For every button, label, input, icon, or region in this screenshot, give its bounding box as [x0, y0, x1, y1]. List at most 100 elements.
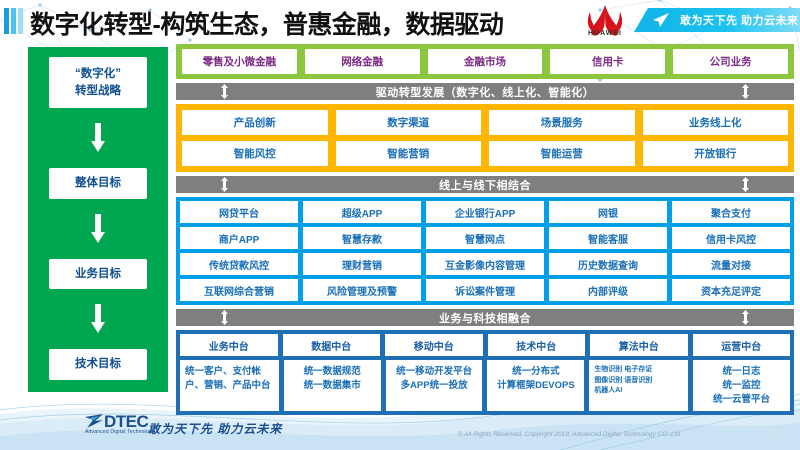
capability-cell[interactable]: 产品创新: [182, 110, 328, 135]
system-cell[interactable]: 诉讼案件管理: [426, 279, 544, 301]
system-cell[interactable]: 聚合支付: [672, 201, 790, 223]
platform-detail-line: 统一分布式: [512, 366, 560, 377]
platform-header-cell[interactable]: 算法中台: [590, 334, 688, 356]
business-line-cell[interactable]: 信用卡: [550, 49, 666, 74]
platform-detail-line: 多APP统一投放: [400, 379, 468, 391]
platform-header-cell[interactable]: 业务中台: [180, 334, 278, 356]
down-arrow-icon: [91, 123, 105, 153]
dtec-logo: DTEC Advanced Digital Technology: [85, 412, 205, 438]
double-arrow-vertical-icon: [221, 84, 228, 99]
platforms-band: 业务中台 数据中台 移动中台 技术中台 算法中台 运营中台 统一客户、支付帐户、…: [176, 330, 794, 416]
platforms-header-row: 业务中台 数据中台 移动中台 技术中台 算法中台 运营中台: [180, 334, 790, 356]
platform-detail-line: 统一数据集市: [303, 379, 361, 391]
system-cell[interactable]: 商户APP: [180, 227, 298, 249]
platform-detail-cell[interactable]: 统一日志 统一监控 统一云管平台: [693, 360, 790, 412]
platform-detail-cell[interactable]: 生物识别 电子存证 图像识别 语音识别 机器人AI: [589, 360, 689, 412]
double-arrow-vertical-icon: [221, 177, 228, 192]
platform-detail-line: 机器人AI: [594, 387, 623, 394]
system-cell[interactable]: 网银: [549, 201, 667, 223]
platform-detail-line: 统一数据规范: [303, 366, 361, 377]
system-cell[interactable]: 资本充足评定: [672, 279, 790, 301]
system-cell[interactable]: 智慧存款: [303, 227, 421, 249]
business-line-cell[interactable]: 零售及小微金融: [182, 49, 297, 74]
capability-cell[interactable]: 业务线上化: [642, 110, 788, 135]
double-arrow-vertical-icon: [742, 177, 749, 192]
double-arrow-vertical-icon: [221, 310, 228, 325]
platform-header-cell[interactable]: 移动中台: [385, 334, 483, 356]
platform-header-cell[interactable]: 技术中台: [487, 334, 585, 356]
slide-header: 数字化转型-构筑生态，普惠金融，数据驱动 HUAWEI 敢为天下先 助力云未来: [0, 0, 800, 42]
business-line-cell[interactable]: 金融市场: [427, 49, 543, 74]
system-cell[interactable]: 智能客服: [549, 227, 667, 249]
capability-cell[interactable]: 数字渠道: [335, 110, 481, 135]
huawei-cloud-banner: 敢为天下先 助力云未来: [634, 8, 800, 32]
strategy-flow-column: “数字化” 转型战略 整体目标 业务目标 技术目标: [28, 47, 168, 392]
system-cell[interactable]: 流量对接: [672, 253, 790, 275]
platform-detail-cell[interactable]: 统一客户、支付帐户、营销、产品中台: [180, 360, 279, 412]
dtec-wordmark: DTEC: [104, 412, 149, 431]
capability-cell[interactable]: 场景服务: [489, 110, 635, 135]
business-line-cell[interactable]: 公司业务: [673, 49, 788, 74]
connector-bar-3: 业务与科技相融合: [176, 309, 794, 326]
strategy-step-0[interactable]: “数字化” 转型战略: [49, 57, 147, 109]
capabilities-row: 智能风控 智能营销 智能运营 开放银行: [182, 141, 788, 166]
platform-detail-cell[interactable]: 统一移动开发平台 多APP统一投放: [385, 360, 483, 412]
platform-detail-cell[interactable]: 统一数据规范 统一数据集市: [283, 360, 381, 412]
connector-bar-3-label: 业务与科技相融合: [439, 312, 531, 325]
system-cell[interactable]: 企业银行APP: [426, 201, 544, 223]
down-arrow-icon: [91, 304, 105, 334]
footer-slogan: 敢为天下先 助力云未来: [148, 422, 283, 436]
footer-wave-decoration: [0, 393, 800, 450]
platform-detail-line: 生物识别 电子存证: [594, 366, 653, 373]
capability-cell[interactable]: 智能营销: [335, 141, 481, 166]
systems-row: 传统贷款风控 理财营销 互金影像内容管理 历史数据查询 流量对接: [180, 253, 790, 275]
strategy-step-0-line1: “数字化”: [75, 68, 121, 80]
connector-bar-1: 驱动转型发展（数字化、线上化、智能化）: [176, 83, 794, 100]
platform-header-cell[interactable]: 运营中台: [692, 334, 790, 356]
system-cell[interactable]: 智慧网点: [426, 227, 544, 249]
platform-header-cell[interactable]: 数据中台: [282, 334, 380, 356]
systems-band: 网贷平台 超级APP 企业银行APP 网银 聚合支付 商户APP 智慧存款 智慧…: [176, 197, 794, 305]
platforms-detail-row: 统一客户、支付帐户、营销、产品中台 统一数据规范 统一数据集市 统一移动开发平台…: [180, 360, 790, 412]
connector-bar-2: 线上与线下相结合: [176, 176, 794, 193]
business-line-cell[interactable]: 网络金融: [304, 49, 420, 74]
system-cell[interactable]: 网贷平台: [180, 201, 298, 223]
systems-row: 商户APP 智慧存款 智慧网点 智能客服 信用卡风控: [180, 227, 790, 249]
capability-cell[interactable]: 智能运营: [489, 141, 635, 166]
platform-detail-line: 统一日志: [722, 366, 761, 377]
banner-slogan: 敢为天下先 助力云未来: [680, 15, 799, 27]
platform-detail-line: 统一云管平台: [713, 393, 771, 405]
connector-bar-2-label: 线上与线下相结合: [439, 179, 531, 192]
capabilities-row: 产品创新 数字渠道 场景服务 业务线上化: [182, 110, 788, 135]
system-cell[interactable]: 内部评级: [549, 279, 667, 301]
system-cell[interactable]: 信用卡风控: [672, 227, 790, 249]
strategy-step-3-label: 技术目标: [75, 358, 121, 371]
dtec-mark-icon: [85, 414, 103, 428]
system-cell[interactable]: 风险管理及预警: [303, 279, 421, 301]
dtec-tagline: Advanced Digital Technology: [85, 429, 155, 435]
platform-detail-line: 计算框架DEVOPS: [497, 379, 575, 391]
strategy-step-3[interactable]: 技术目标: [49, 349, 147, 380]
strategy-step-2[interactable]: 业务目标: [49, 258, 147, 290]
architecture-stack: 零售及小微金融 网络金融 金融市场 信用卡 公司业务 驱动转型发展（数字化、线上…: [176, 44, 794, 416]
page-title: 数字化转型-构筑生态，普惠金融，数据驱动: [30, 11, 504, 39]
system-cell[interactable]: 历史数据查询: [549, 253, 667, 275]
strategy-step-1[interactable]: 整体目标: [49, 168, 147, 199]
platform-detail-cell[interactable]: 统一分布式 计算框架DEVOPS: [487, 360, 585, 412]
down-arrow-icon: [91, 213, 105, 243]
platform-detail-line: 统一移动开发平台: [396, 366, 473, 377]
page-number: 10: [767, 427, 782, 442]
system-cell[interactable]: 理财营销: [303, 253, 421, 275]
systems-row: 网贷平台 超级APP 企业银行APP 网银 聚合支付: [180, 201, 790, 223]
system-cell[interactable]: 互联网综合营销: [180, 279, 298, 301]
strategy-step-1-label: 整体目标: [75, 177, 121, 190]
system-cell[interactable]: 传统贷款风控: [180, 253, 298, 275]
capability-cell[interactable]: 开放银行: [642, 141, 788, 166]
system-cell[interactable]: 互金影像内容管理: [426, 253, 544, 275]
huawei-wordmark: HUAWEI: [588, 30, 622, 37]
capability-cell[interactable]: 智能风控: [182, 141, 328, 166]
systems-row: 互联网综合营销 风险管理及预警 诉讼案件管理 内部评级 资本充足评定: [180, 279, 790, 301]
system-cell[interactable]: 超级APP: [303, 201, 421, 223]
copyright-text: © All Rights Reserved. Copyright 2019, A…: [457, 431, 680, 438]
